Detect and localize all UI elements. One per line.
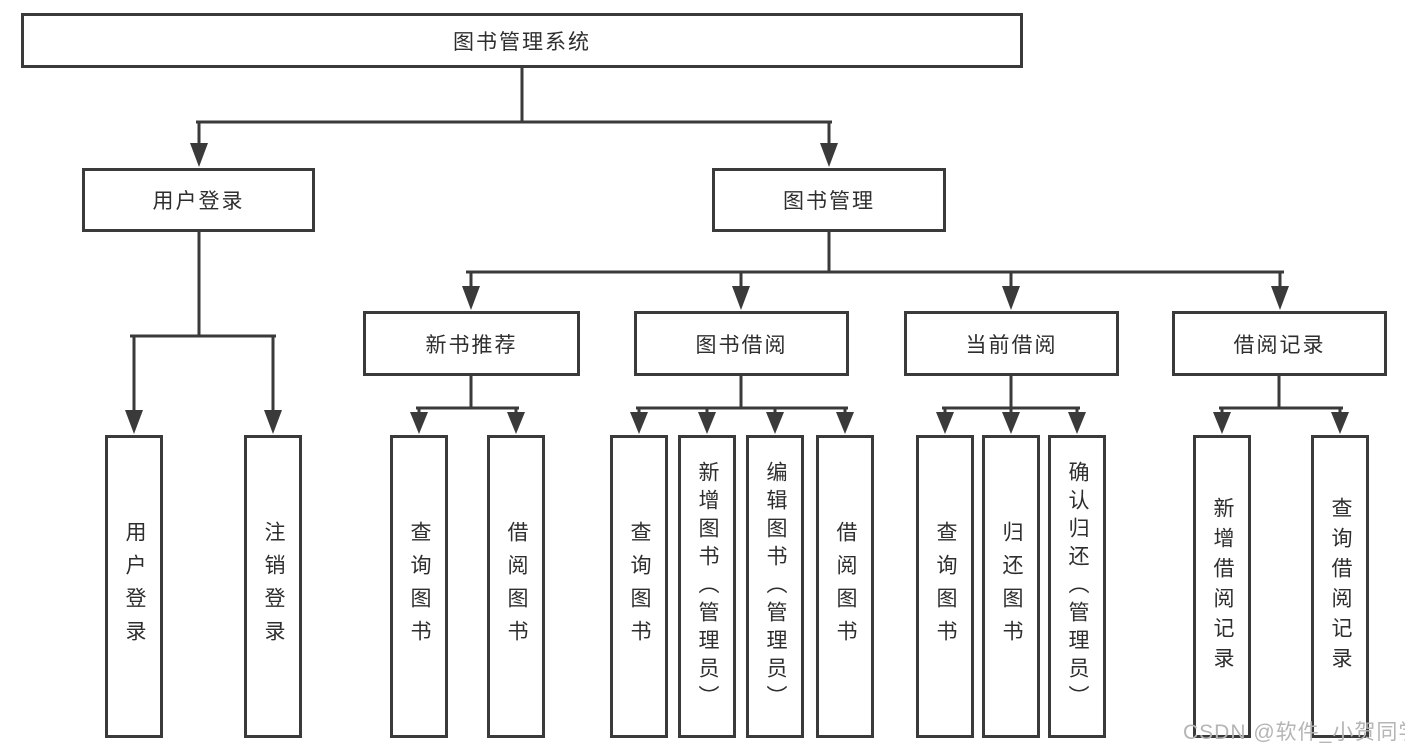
connector-newbook-split	[410, 376, 525, 434]
leaf-current-return: 归还图书	[982, 435, 1040, 738]
node-borrow-record: 借阅记录	[1172, 311, 1387, 376]
leaf-borrow-edit-admin: 编辑图书（管理员）	[746, 435, 804, 738]
connector-borrow-split	[630, 376, 854, 434]
connector-record-split	[1213, 376, 1349, 434]
leaf-current-query: 查询图书	[916, 435, 974, 738]
leaf-borrow-add-admin: 新增图书（管理员）	[678, 435, 736, 738]
node-book-manage: 图书管理	[712, 168, 946, 232]
leaf-borrow-query: 查询图书	[610, 435, 668, 738]
node-root-system: 图书管理系统	[21, 13, 1023, 68]
node-user-login: 用户登录	[82, 168, 315, 232]
leaf-current-confirm-admin: 确认归还（管理员）	[1048, 435, 1106, 738]
leaf-newbook-borrow: 借阅图书	[487, 435, 545, 738]
leaf-record-add: 新增借阅记录	[1193, 435, 1251, 738]
connector-login-split	[125, 232, 282, 434]
node-current-borrow: 当前借阅	[904, 311, 1119, 376]
leaf-record-query: 查询借阅记录	[1311, 435, 1369, 738]
leaf-user-login: 用户登录	[105, 435, 163, 738]
node-book-borrow: 图书借阅	[634, 311, 849, 376]
connector-manage-split	[462, 232, 1289, 310]
leaf-logout: 注销登录	[244, 435, 302, 738]
node-new-book-recommend: 新书推荐	[363, 311, 580, 376]
csdn-watermark: CSDN @软件_小贺同学	[1183, 721, 1405, 744]
leaf-newbook-query: 查询图书	[390, 435, 448, 738]
leaf-borrow-borrow: 借阅图书	[816, 435, 874, 738]
connector-root-split	[190, 68, 838, 167]
connector-current-split	[936, 376, 1086, 434]
